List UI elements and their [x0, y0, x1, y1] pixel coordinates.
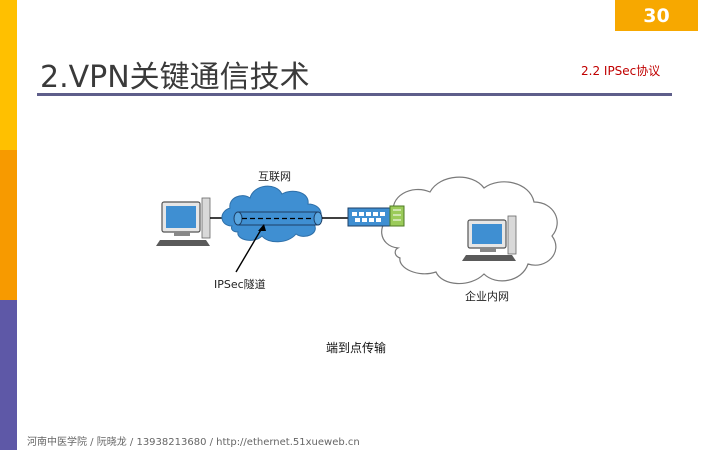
left-color-bar: [0, 0, 17, 450]
internet-label: 互联网: [258, 170, 291, 183]
ipsec-tunnel-label: IPSec隧道: [214, 278, 266, 291]
diagram-caption: 端到点传输: [326, 341, 387, 355]
tunnel-pointer-arrow: [235, 227, 263, 273]
ipsec-tunnel-icon: [233, 211, 323, 226]
left-bar-yellow: [0, 0, 17, 150]
internal-computer-icon: [462, 215, 517, 261]
left-bar-purple: [0, 300, 17, 450]
left-bar-orange: [0, 150, 17, 300]
vpn-diagram: 互联网 IPSec隧道 企业内网: [150, 160, 590, 310]
remote-computer-icon: [156, 197, 211, 246]
diagram-svg: [156, 176, 558, 285]
slide-title: 2.VPN关键通信技术: [40, 60, 310, 95]
enterprise-intranet-label: 企业内网: [465, 290, 509, 303]
slide-subtitle: 2.2 IPSec协议: [581, 64, 661, 78]
firewall-router-icon: [347, 205, 405, 227]
title-underline: [37, 93, 672, 96]
page-number: 30: [615, 0, 698, 31]
footer-text: 河南中医学院 / 阮晓龙 / 13938213680 / http://ethe…: [27, 437, 360, 448]
